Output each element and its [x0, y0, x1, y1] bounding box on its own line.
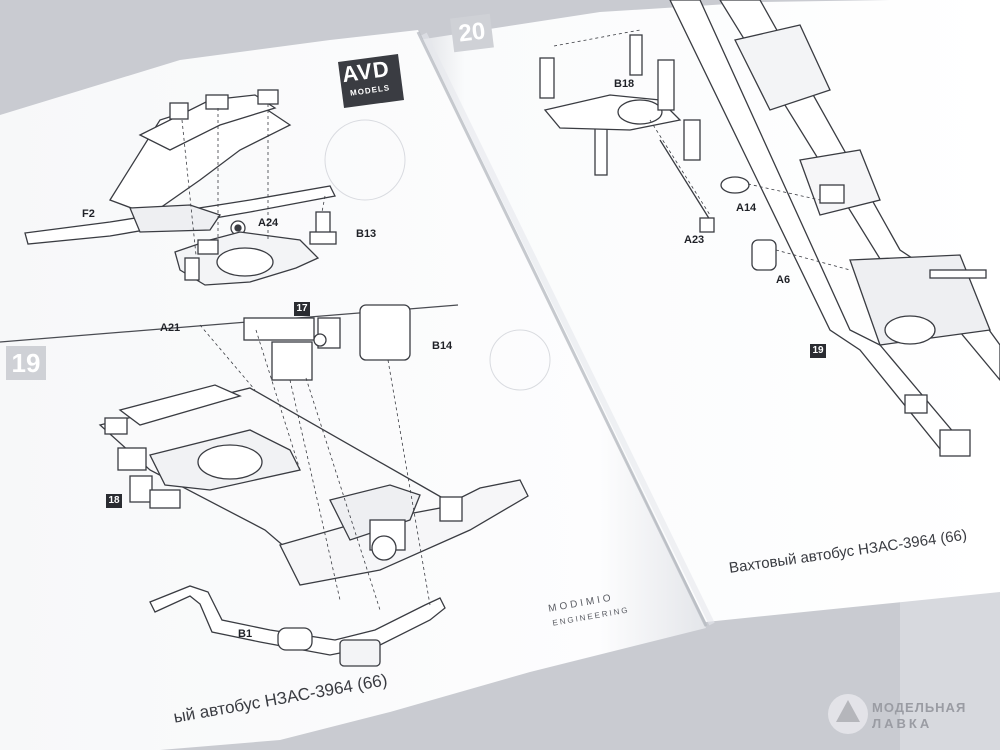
step-number-20: 20 [450, 13, 494, 53]
part-label-f2: F2 [82, 208, 95, 220]
axle-parts [539, 34, 777, 271]
part-label-a23: A23 [684, 234, 705, 246]
ghost-print [324, 119, 551, 391]
part-label-a14: A14 [736, 202, 757, 214]
watermark-text-line2: ЛАВКА [872, 716, 933, 731]
step-number-19: 19 [6, 346, 46, 380]
spine [416, 31, 708, 627]
part-label-b14: B14 [432, 340, 453, 352]
assembly-guides-lower [199, 324, 431, 611]
part-label-a6: A6 [776, 274, 791, 286]
assembly-guides-upper [181, 104, 326, 256]
ref-step-18: 18 [106, 494, 122, 508]
assembly-guides-right [553, 29, 851, 271]
chassis-assembly-lower [98, 304, 529, 586]
part-label-b1: B1 [238, 628, 253, 640]
part-label-b13: B13 [356, 228, 377, 240]
exhaust-pipe-part [149, 585, 446, 667]
part-label-b18: B18 [614, 78, 635, 90]
ref-step-17: 17 [294, 302, 310, 316]
part-label-a24: A24 [258, 217, 279, 229]
chassis-assembly-upper [24, 89, 337, 286]
watermark-text-line1: МОДЕЛЬНАЯ [872, 700, 967, 715]
avd-logo [338, 54, 404, 108]
frame-rails [669, 0, 1000, 457]
ref-step-19: 19 [810, 344, 826, 358]
part-label-a21: A21 [160, 322, 181, 334]
watermark-badge [828, 694, 868, 734]
